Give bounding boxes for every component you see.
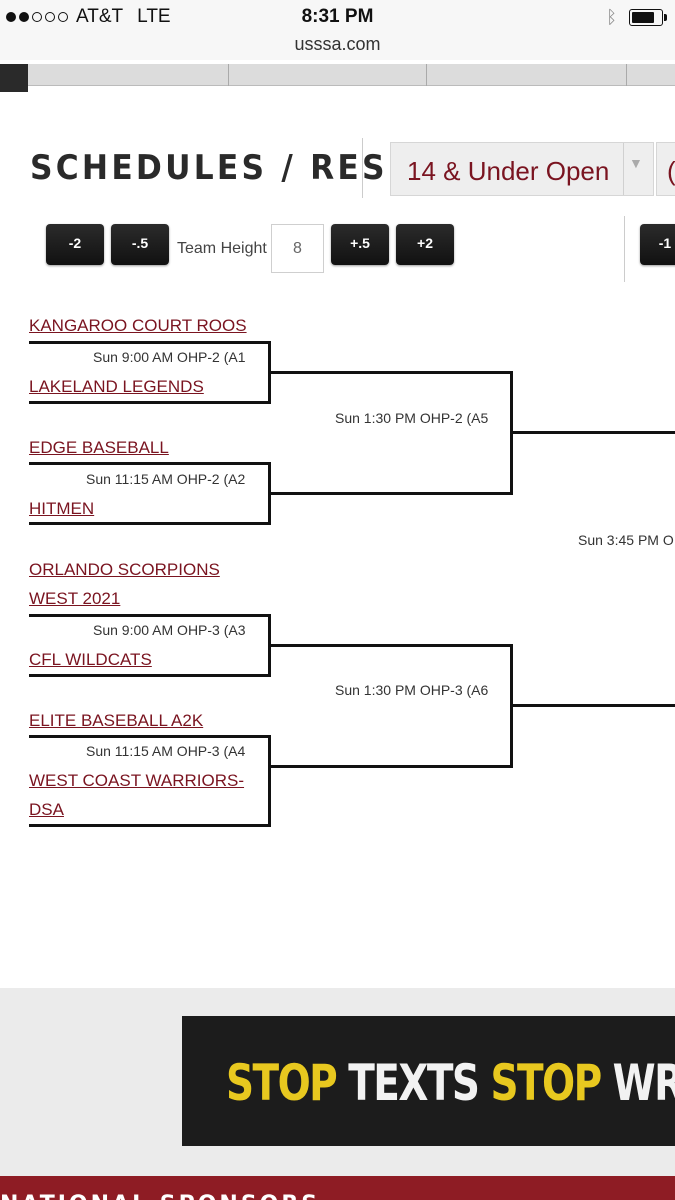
team-edge-baseball[interactable]: EDGE BASEBALL	[29, 438, 169, 457]
banner-word: STOP	[226, 1054, 338, 1112]
bracket-line	[29, 462, 271, 465]
right-minus-button[interactable]: -1	[640, 224, 675, 265]
height-plus-half-button[interactable]: +.5	[331, 224, 389, 265]
carrier-label: AT&T	[76, 6, 124, 27]
bracket-line	[29, 522, 271, 525]
nav-divider	[626, 64, 627, 86]
bracket-line	[29, 614, 271, 617]
team-west-coast-warriors-line2[interactable]: DSA	[29, 800, 64, 819]
bracket-line	[268, 765, 513, 768]
header-divider	[362, 138, 363, 198]
team-elite-baseball-a2k[interactable]: ELITE BASEBALL A2K	[29, 711, 204, 730]
bracket-line	[268, 492, 513, 495]
battery-icon	[629, 9, 667, 26]
bracket-line	[268, 371, 513, 374]
secondary-select-value: (	[667, 156, 675, 186]
bracket-line	[510, 704, 675, 707]
network-label: LTE	[137, 6, 171, 27]
secondary-select[interactable]: (	[656, 142, 675, 196]
bracket-line	[29, 824, 271, 827]
sponsors-section-title: NATIONAL SPONSORS	[0, 1192, 320, 1200]
bracket-line	[510, 431, 675, 434]
height-minus-half-button[interactable]: -.5	[111, 224, 169, 265]
status-time: 8:31 PM	[301, 6, 374, 27]
team-lakeland-legends[interactable]: LAKELAND LEGENDS	[29, 377, 204, 396]
nav-tabs[interactable]	[28, 64, 675, 86]
team-orlando-scorpions-line2[interactable]: WEST 2021	[29, 589, 121, 608]
height-minus-2-button[interactable]: -2	[46, 224, 104, 265]
banner-text: STOP TEXTS STOP WRECKS	[226, 1054, 675, 1112]
game-a5-time: Sun 1:30 PM OHP-2 (A5	[335, 410, 489, 426]
team-cfl-wildcats[interactable]: CFL WILDCATS	[29, 650, 152, 669]
bracket-line	[29, 341, 271, 344]
game-a1-time: Sun 9:00 AM OHP-2 (A1	[93, 349, 246, 365]
sponsor-banner[interactable]: STOP TEXTS STOP WRECKS	[182, 1016, 675, 1146]
team-hitmen[interactable]: HITMEN	[29, 499, 95, 518]
banner-word: TEXTS	[336, 1054, 491, 1112]
bluetooth-icon: ᛒ	[606, 7, 617, 27]
height-plus-2-button[interactable]: +2	[396, 224, 454, 265]
banner-word: STOP	[490, 1054, 602, 1112]
signal-icon	[6, 12, 68, 22]
controls-divider	[624, 216, 625, 282]
division-select[interactable]: 14 & Under Open ▼	[390, 142, 654, 196]
nav-menu-block[interactable]	[0, 64, 28, 92]
bracket-line	[268, 644, 513, 647]
status-bar: AT&T LTE 8:31 PM ᛒ	[0, 0, 675, 34]
game-semifinal-time: Sun 3:45 PM O	[578, 532, 674, 548]
bracket-line	[29, 735, 271, 738]
banner-word: WRECKS	[612, 1054, 675, 1112]
team-kangaroo-court-roos[interactable]: KANGAROO COURT ROOS	[29, 316, 247, 335]
url-bar[interactable]: usssa.com	[0, 34, 675, 60]
game-a3-time: Sun 9:00 AM OHP-3 (A3	[93, 622, 246, 638]
chevron-down-icon: ▼	[629, 155, 643, 171]
nav-divider	[426, 64, 427, 86]
nav-divider	[228, 64, 229, 86]
team-west-coast-warriors[interactable]: WEST COAST WARRIORS-	[29, 771, 245, 790]
sponsors-section-bar: NATIONAL SPONSORS	[0, 1176, 675, 1200]
bracket-line	[29, 674, 271, 677]
game-a2-time: Sun 11:15 AM OHP-2 (A2	[86, 471, 246, 487]
team-height-label: Team Height	[177, 240, 267, 257]
status-right: ᛒ	[606, 7, 667, 28]
game-a4-time: Sun 11:15 AM OHP-3 (A4	[86, 743, 246, 759]
division-select-value: 14 & Under Open	[407, 156, 610, 186]
team-orlando-scorpions[interactable]: ORLANDO SCORPIONS	[29, 560, 220, 579]
status-left: AT&T LTE	[6, 6, 171, 28]
bracket-line	[268, 735, 271, 827]
game-a6-time: Sun 1:30 PM OHP-3 (A6	[335, 682, 489, 698]
select-divider	[623, 143, 624, 195]
team-height-input[interactable]: 8	[271, 224, 324, 273]
bracket-line	[29, 401, 271, 404]
